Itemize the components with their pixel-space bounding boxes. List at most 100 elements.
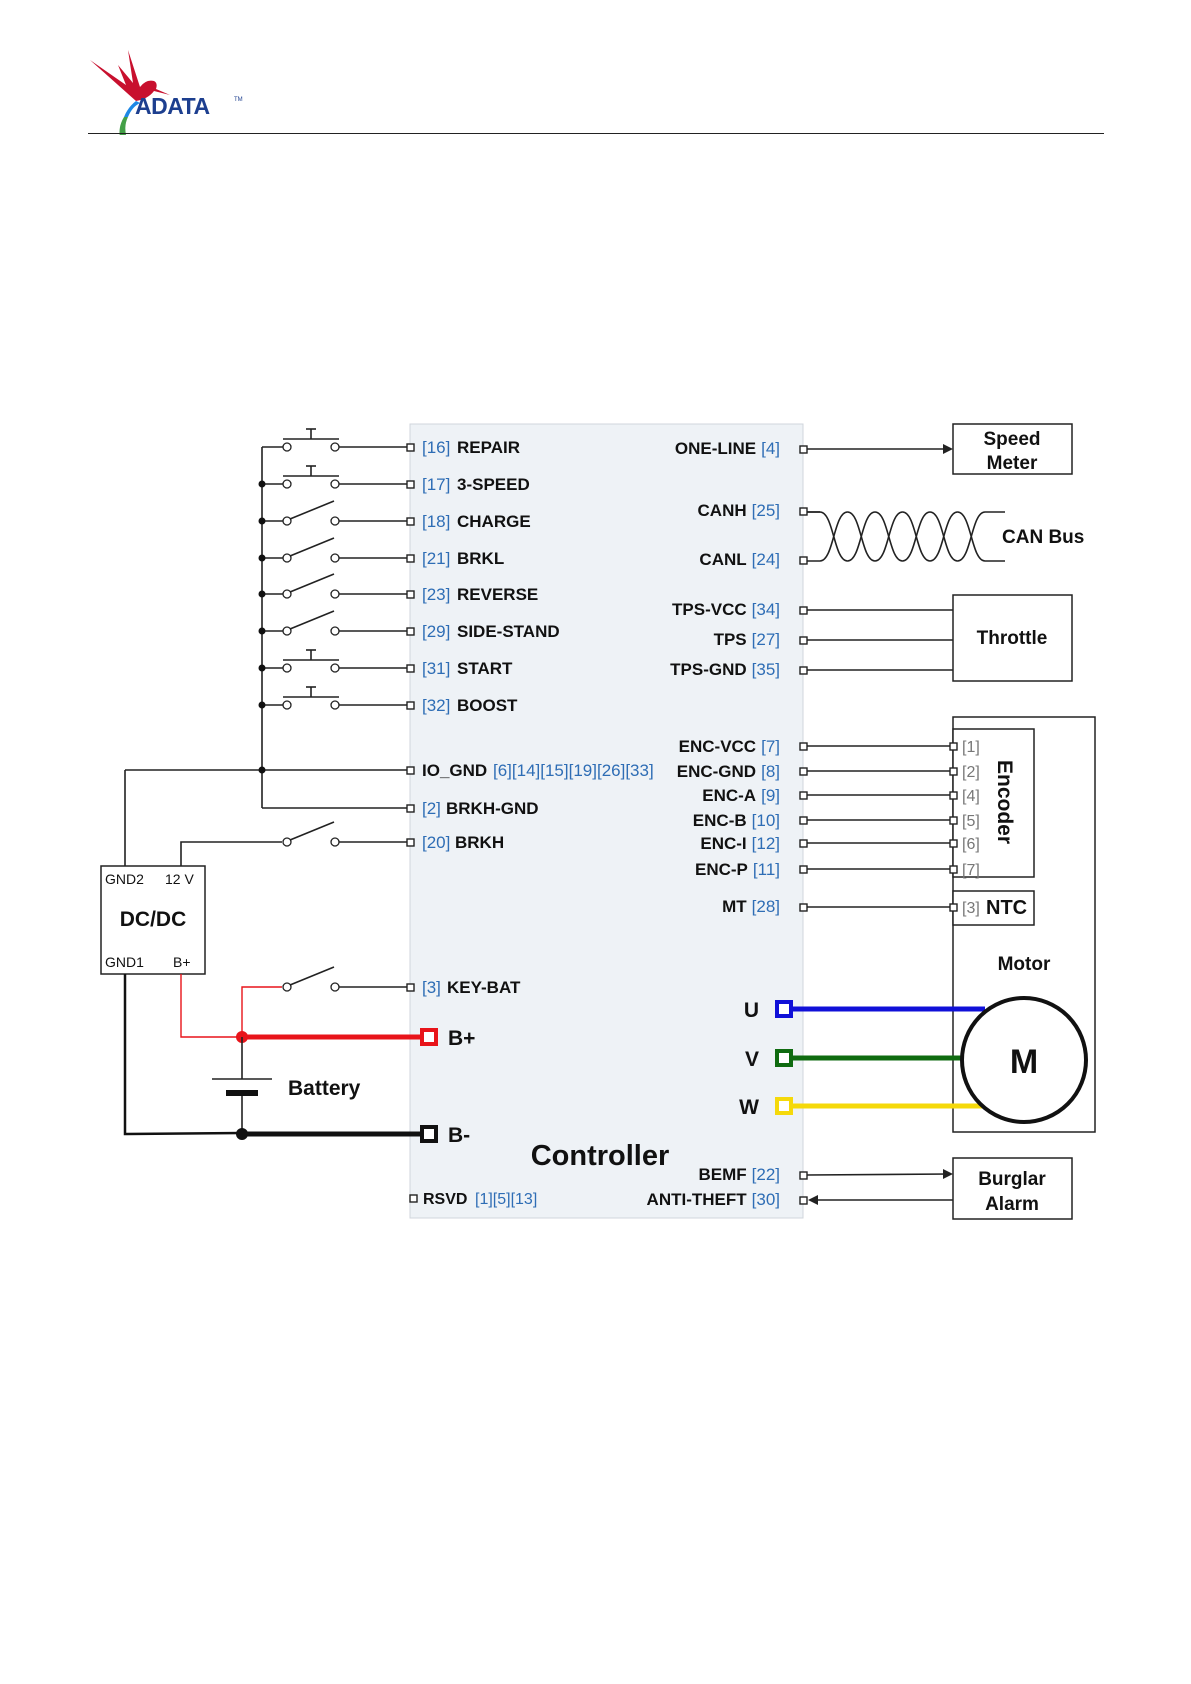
encoder-pin-terminal	[949, 742, 958, 751]
switch-contact	[282, 700, 292, 710]
can-bus-label: CAN Bus	[1002, 527, 1084, 548]
pin-terminal	[799, 816, 808, 825]
mt-label: MT[28]	[722, 897, 780, 916]
pin-number: [21]	[422, 549, 450, 568]
pin-terminal	[406, 443, 415, 452]
pin-terminal	[406, 701, 415, 710]
trademark: TM	[234, 97, 243, 103]
junction-dot	[236, 1128, 248, 1140]
encoder-signal-row: ENC-I[12][6]	[700, 834, 979, 853]
dcdc-converter-box	[100, 865, 206, 975]
brand-name: ADATA	[135, 93, 210, 119]
bemf-label: BEMF[22]	[698, 1165, 780, 1184]
brkh-gnd-number: [2]	[422, 799, 441, 818]
key-switch-icon	[289, 966, 335, 986]
pin-label: 3-SPEED	[457, 475, 530, 494]
pin-number: [32]	[422, 696, 450, 715]
page-header: ADATA TM	[0, 0, 1191, 140]
encoder-pin-label: ENC-A[9]	[702, 786, 780, 805]
switch-contact	[282, 479, 292, 489]
arrow-left-icon	[808, 1195, 818, 1205]
pin-number: [16]	[422, 438, 450, 457]
speed-meter-label-line1: Speed	[983, 429, 1040, 450]
tps-gnd-pin	[799, 666, 808, 675]
can-bus-twisted-pair	[807, 511, 1005, 562]
bemf-pin	[799, 1171, 808, 1180]
ntc-label: NTC	[986, 897, 1027, 919]
dcdc-12v-label: 12 V	[165, 871, 194, 887]
encoder-pin-terminal	[949, 839, 958, 848]
junction-dot	[258, 627, 266, 635]
encoder-signals: ENC-VCC[7][1]ENC-GND[8][2]ENC-A[9][4]ENC…	[677, 737, 980, 879]
brkh-pin	[406, 838, 415, 847]
switch-input-row: [18]CHARGE	[258, 500, 531, 531]
switch-contact	[330, 700, 340, 710]
arrow-right-icon	[943, 1169, 953, 1179]
pin-label: BRKL	[457, 549, 504, 568]
pin-number: [31]	[422, 659, 450, 678]
encoder-pin-number: [2]	[962, 764, 980, 781]
encoder-pin-label: ENC-B[10]	[693, 811, 780, 830]
pin-label: CHARGE	[457, 512, 531, 531]
encoder-label: Encoder	[993, 760, 1016, 844]
switch-contact	[330, 837, 340, 847]
dcdc-gnd1-wire	[123, 974, 243, 1136]
encoder-signal-row: ENC-A[9] [4]	[702, 786, 980, 805]
phase-label: V	[745, 1048, 759, 1071]
encoder-pin-terminal	[949, 791, 958, 800]
switch-input-row: [31]START	[258, 649, 513, 678]
dcdc-bplus-label: B+	[173, 954, 191, 970]
header-divider	[88, 133, 1104, 134]
pin-terminal	[406, 590, 415, 599]
switch-contact	[282, 553, 292, 563]
switch-contact	[330, 982, 340, 992]
rsvd-label: RSVD	[423, 1191, 467, 1208]
encoder-box	[952, 728, 1035, 878]
pin-label: BOOST	[457, 696, 518, 715]
pin-terminal	[799, 865, 808, 874]
encoder-pin-terminal	[949, 816, 958, 825]
motor-label: Motor	[998, 954, 1051, 975]
switch-input-row: [21] BRKL	[258, 537, 504, 568]
pin-terminal	[406, 627, 415, 636]
junction-dot	[258, 664, 266, 672]
phase-u: U	[744, 999, 985, 1022]
pin-terminal	[406, 480, 415, 489]
encoder-pin-number: [4]	[962, 788, 980, 805]
switch-contact	[330, 626, 340, 636]
left-switch-inputs: [16]REPAIR[17]3-SPEED[18]CHARGE[21]BRKL[…	[258, 428, 560, 715]
switch-contact	[330, 516, 340, 526]
arrow-right-icon	[943, 444, 953, 454]
toggle-switch-icon	[289, 573, 335, 593]
key-bat-feed-wire	[241, 986, 282, 1037]
encoder-pin-label: ENC-I[12]	[700, 834, 780, 853]
pin-terminal	[799, 839, 808, 848]
junction-dot	[258, 480, 266, 488]
can-wire-high	[807, 511, 1005, 562]
phase-label: U	[744, 999, 759, 1022]
encoder-signal-row: ENC-VCC[7][1]	[679, 737, 980, 756]
toggle-switch-icon	[289, 500, 335, 520]
encoder-pin-terminal	[949, 767, 958, 776]
switch-contact	[282, 589, 292, 599]
burglar-alarm-box	[952, 1157, 1073, 1220]
switch-contact	[330, 479, 340, 489]
tps-vcc-label: TPS-VCC[34]	[672, 600, 780, 619]
encoder-signal-row: ENC-GND[8] [2]	[677, 762, 980, 781]
switch-contact	[282, 663, 292, 673]
ntc-pin	[949, 903, 958, 912]
battery-icon-negative	[226, 1090, 258, 1096]
switch-contact	[330, 442, 340, 452]
pushbutton-switch-icon	[283, 465, 339, 477]
bemf-wire	[806, 1173, 951, 1176]
dcdc-gnd2-label: GND2	[105, 871, 144, 887]
encoder-pin-label: ENC-GND[8]	[677, 762, 780, 781]
switch-contact	[330, 663, 340, 673]
phase-label: W	[739, 1096, 759, 1119]
encoder-pin-number: [5]	[962, 813, 980, 830]
encoder-signal-row: ENC-P[11][7]	[695, 860, 980, 879]
pin-label: SIDE-STAND	[457, 622, 560, 641]
brkh-switch-icon	[289, 821, 335, 841]
encoder-pin-terminal	[949, 865, 958, 874]
b-plus-terminal	[420, 1028, 438, 1046]
